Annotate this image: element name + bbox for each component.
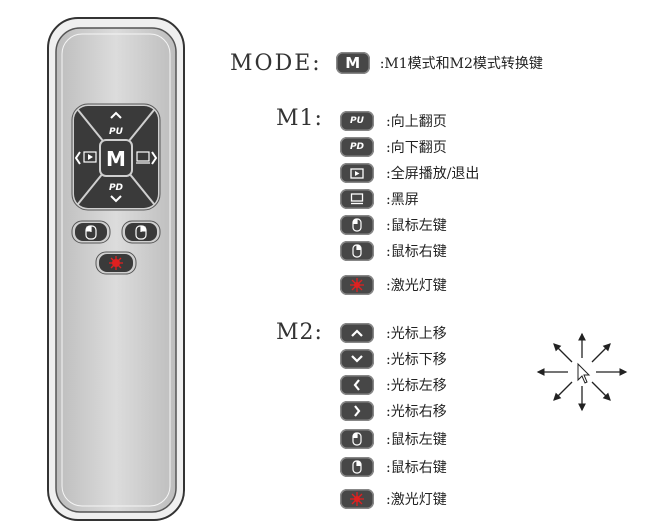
right-arrow-icon: [151, 151, 158, 165]
dpad[interactable]: M PU PD: [71, 103, 161, 211]
cursor-direction-diagram: [536, 332, 628, 412]
m1-row-play: :全屏播放/退出: [340, 162, 479, 184]
m1-desc-pu: :向上翻页: [386, 114, 447, 130]
m2-row-laser: :激光灯键: [340, 488, 447, 510]
pu-label: PU: [109, 127, 124, 137]
m1-label: M1:: [276, 106, 323, 131]
m1-desc-black: :黑屏: [386, 192, 419, 208]
m2-label: M2:: [276, 320, 323, 345]
chevron-right-icon: [340, 401, 374, 421]
pd-badge-icon: PD: [340, 137, 374, 157]
m2-row-right: :光标右移: [340, 400, 447, 422]
m2-desc-up: :光标上移: [386, 326, 447, 342]
m2-row-left: :光标左移: [340, 374, 447, 396]
laser-icon: [340, 275, 374, 295]
play-screen-icon: [340, 163, 374, 183]
m2-desc-right: :光标右移: [386, 404, 447, 420]
chevron-left-icon: [340, 375, 374, 395]
black-screen-icon: [136, 151, 150, 162]
m-key-label: M: [106, 147, 126, 171]
mouse-left-icon: [340, 429, 374, 449]
remote-control: M PU PD: [47, 17, 185, 521]
chevron-down-icon: [340, 349, 374, 369]
mode-badge: M: [335, 52, 370, 74]
m2-row-mouse-left: :鼠标左键: [340, 428, 447, 450]
m2-desc-mouse-left: :鼠标左键: [386, 432, 447, 448]
m2-row-up: :光标上移: [340, 322, 447, 344]
chevron-up-icon: [340, 323, 374, 343]
m1-desc-pd: :向下翻页: [386, 140, 447, 156]
play-screen-icon: [83, 151, 97, 163]
mode-row: MODE: M :M1模式和M2模式转换键: [230, 50, 543, 76]
m1-desc-mouse-right: :鼠标右键: [386, 244, 447, 260]
m2-row-down: :光标下移: [340, 348, 447, 370]
pu-badge-icon: PU: [340, 111, 374, 131]
m1-desc-laser: :激光灯键: [386, 278, 447, 294]
m1-row-mouse-left: :鼠标左键: [340, 214, 447, 236]
mode-label: MODE:: [230, 50, 322, 76]
m2-desc-down: :光标下移: [386, 352, 447, 368]
m1-desc-mouse-left: :鼠标左键: [386, 218, 447, 234]
m2-desc-left: :光标左移: [386, 378, 447, 394]
m1-row-black: :黑屏: [340, 188, 419, 210]
mouse-right-icon: [340, 457, 374, 477]
m1-row-pu: PU :向上翻页: [340, 110, 447, 132]
m1-row-pd: PD :向下翻页: [340, 136, 447, 158]
mouse-right-button[interactable]: [121, 220, 161, 244]
m2-desc-laser: :激光灯键: [386, 492, 447, 508]
mode-desc: :M1模式和M2模式转换键: [379, 56, 543, 72]
m1-desc-play: :全屏播放/退出: [386, 166, 480, 182]
mouse-right-icon: [340, 241, 374, 261]
laser-button[interactable]: [95, 251, 137, 275]
laser-icon: [340, 489, 374, 509]
down-arrow-icon: [110, 195, 122, 203]
mouse-left-icon: [340, 215, 374, 235]
m2-row-mouse-right: :鼠标右键: [340, 456, 447, 478]
up-arrow-icon: [110, 111, 122, 119]
mouse-left-button[interactable]: [71, 220, 111, 244]
m1-row-mouse-right: :鼠标右键: [340, 240, 447, 262]
left-arrow-icon: [74, 151, 81, 165]
m1-row-laser: :激光灯键: [340, 274, 447, 296]
cursor-icon: [577, 362, 591, 384]
black-screen-icon: [340, 189, 374, 209]
m2-desc-mouse-right: :鼠标右键: [386, 460, 447, 476]
pd-label: PD: [109, 183, 124, 193]
